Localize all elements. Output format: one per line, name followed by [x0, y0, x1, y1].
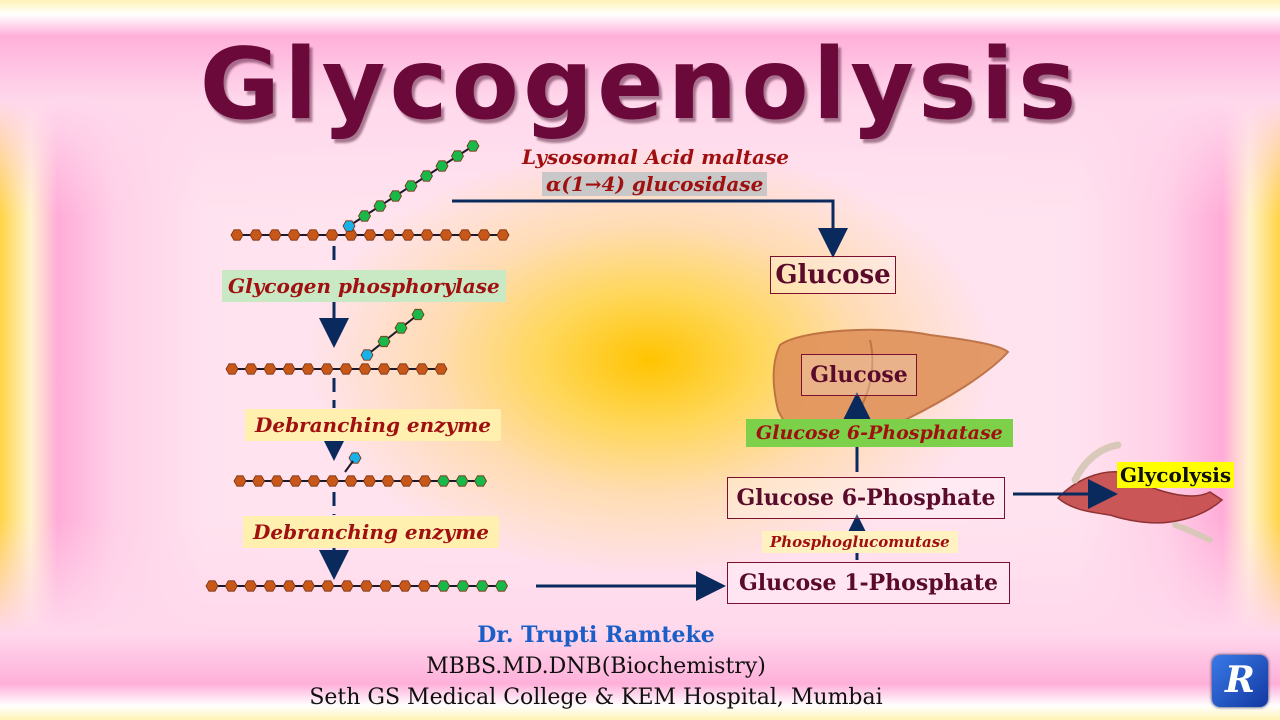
- glucose-unit: [401, 229, 415, 241]
- glucose-unit: [268, 229, 282, 241]
- glucose-unit: [377, 363, 391, 375]
- glucose-unit: [398, 580, 412, 592]
- branch-glucose-unit: [394, 322, 408, 334]
- glucose-unit: [263, 580, 277, 592]
- glucose-unit: [379, 580, 393, 592]
- glucose-unit: [287, 229, 301, 241]
- glycogen-phosphorylase-label: Glycogen phosphorylase: [222, 270, 506, 302]
- branch-glucose-unit: [437, 475, 450, 487]
- glucose-unit: [244, 580, 258, 592]
- glucose-unit: [344, 475, 358, 487]
- glucose-unit: [477, 229, 491, 241]
- branch-point-unit: [348, 452, 362, 464]
- glucose-unit: [340, 580, 354, 592]
- glucose-unit: [224, 580, 238, 592]
- debranching-enzyme-label-2: Debranching enzyme: [243, 516, 500, 548]
- glucose-unit: [339, 363, 353, 375]
- debranching-enzyme-label-1: Debranching enzyme: [245, 409, 502, 441]
- branch-glucose-unit: [404, 180, 418, 192]
- glucose-unit: [263, 363, 277, 375]
- author-degrees: MBBS.MD.DNB(Biochemistry): [426, 654, 766, 679]
- glucose-6-phosphate-box: Glucose 6-Phosphate: [727, 477, 1005, 519]
- glucose-unit: [244, 363, 258, 375]
- branch-glucose-unit: [475, 580, 489, 592]
- glucose-box-lysosomal: Glucose: [770, 256, 896, 294]
- glucose-unit: [420, 229, 434, 241]
- glucose-unit: [225, 363, 239, 375]
- branch-glucose-unit: [495, 580, 508, 592]
- glucose-unit: [458, 229, 472, 241]
- glucose-unit: [306, 229, 320, 241]
- glucose-unit: [270, 475, 284, 487]
- branch-glucose-unit: [466, 140, 480, 152]
- glucose-unit: [205, 580, 219, 592]
- glucose-unit: [396, 363, 410, 375]
- liver-image: [772, 328, 1010, 447]
- glucose-unit: [301, 363, 315, 375]
- glucose-unit: [233, 475, 247, 487]
- branch-glucose-unit: [435, 160, 449, 172]
- glucose-box-liver: Glucose: [801, 354, 917, 396]
- glucose-unit: [282, 580, 296, 592]
- glucose-unit: [382, 229, 396, 241]
- lysosomal-acid-maltase-label: Lysosomal Acid maltase: [522, 145, 789, 169]
- glucose-unit: [363, 229, 377, 241]
- glucose-unit: [302, 580, 315, 592]
- branch-glucose-unit: [377, 335, 391, 348]
- glycogen-branch-2-backbone: [366, 313, 419, 356]
- page-title: Glycogenolysis: [199, 28, 1081, 142]
- glucose-6-phosphatase-label: Glucose 6-Phosphatase: [746, 419, 1013, 447]
- glucose-unit: [249, 229, 263, 241]
- glucose-unit: [417, 580, 431, 592]
- glucose-unit: [434, 363, 448, 375]
- glucose-unit: [230, 229, 244, 241]
- branch-glucose-unit: [358, 210, 371, 222]
- branch-glucose-unit: [456, 580, 470, 592]
- glycogen-branch-3-link: [344, 460, 354, 473]
- author-name: Dr. Trupti Ramteke: [477, 622, 715, 648]
- glucose-unit: [418, 475, 432, 487]
- glucose-unit: [320, 363, 334, 375]
- glucose-1-phosphate-box: Glucose 1-Phosphate: [727, 562, 1010, 604]
- branch-glucose-unit: [455, 475, 469, 487]
- glucose-unit: [325, 229, 339, 241]
- glucose-unit: [344, 229, 358, 241]
- branch-point-unit: [342, 220, 356, 232]
- branch-glucose-unit: [420, 170, 433, 182]
- branch-glucose-unit: [373, 200, 387, 212]
- glucose-unit: [326, 475, 339, 487]
- glucose-unit: [289, 475, 302, 487]
- glucose-unit: [358, 363, 372, 375]
- glucose-unit: [282, 363, 296, 375]
- author-institution: Seth GS Medical College & KEM Hospital, …: [309, 685, 883, 710]
- glycolysis-label: Glycolysis: [1117, 462, 1235, 488]
- logo-letter: R: [1225, 659, 1255, 701]
- branch-glucose-unit: [437, 580, 451, 592]
- glucose-unit: [252, 475, 265, 487]
- lysosomal-arrow: [452, 199, 848, 258]
- glucose-unit: [415, 363, 429, 375]
- branch-glucose-unit: [389, 190, 402, 202]
- glucose-unit: [307, 475, 321, 487]
- glucose-unit: [496, 229, 510, 241]
- branch-glucose-unit: [474, 475, 487, 487]
- glucose-unit: [321, 580, 335, 592]
- glucose-unit: [359, 580, 373, 592]
- branch-glucose-unit: [411, 308, 425, 321]
- glucose-unit: [439, 229, 453, 241]
- glucose-unit: [363, 475, 376, 487]
- alpha-glucosidase-label: α(1→4) glucosidase: [542, 172, 768, 196]
- glucose-unit: [400, 475, 413, 487]
- channel-logo: R: [1212, 655, 1268, 707]
- phosphoglucomutase-label: Phosphoglucomutase: [762, 531, 958, 553]
- branch-glucose-unit: [451, 150, 464, 162]
- glucose-unit: [381, 475, 395, 487]
- branch-point-unit: [360, 349, 374, 361]
